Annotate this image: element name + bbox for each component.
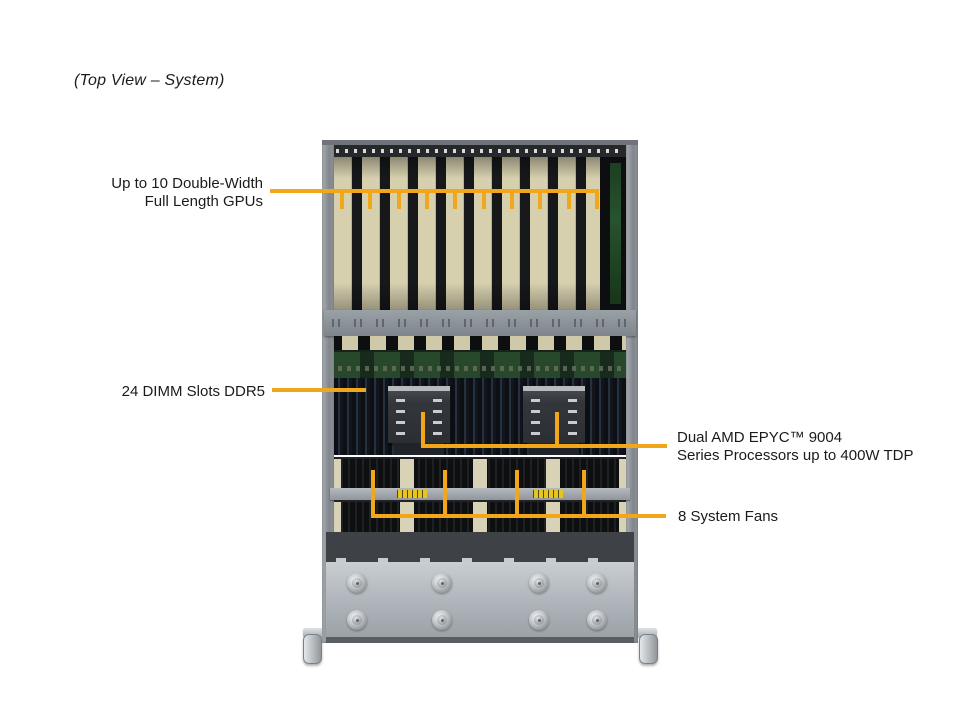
warning-label: [533, 490, 563, 498]
thumbscrew-dot: [596, 619, 599, 622]
fans-leader-tick: [371, 470, 375, 518]
thumbscrew: [432, 610, 452, 630]
crossbar-holes: [332, 319, 628, 327]
gpu-leader-tick: [397, 189, 401, 209]
thumbscrew: [347, 573, 367, 593]
figure-title: (Top View – System): [74, 72, 225, 89]
fan-row-1: [334, 457, 626, 490]
warning-label: [397, 490, 427, 498]
callout-dimms: 24 DIMM Slots DDR5: [58, 383, 265, 401]
thumbscrew-dot: [596, 582, 599, 585]
lower-bulkhead: [326, 532, 634, 562]
gpu-leader-line: [270, 189, 599, 193]
callout-gpus: Up to 10 Double-Width Full Length GPUs: [58, 175, 263, 211]
gpu-leader-tick: [340, 189, 344, 209]
callout-dimms-line1: 24 DIMM Slots DDR5: [121, 383, 265, 400]
heatsink-screws: [531, 399, 540, 437]
gpu-leader-tick: [510, 189, 514, 209]
gpu-leader-tick: [595, 189, 599, 209]
thumbscrew-dot: [356, 619, 359, 622]
cpu-leader-tick: [555, 412, 559, 448]
callout-gpus-line1: Up to 10 Double-Width: [111, 175, 263, 192]
component-strip: [334, 352, 626, 378]
gpu-leader-tick: [538, 189, 542, 209]
thumbscrew: [347, 610, 367, 630]
server-chassis: [322, 140, 638, 643]
thumbscrew-dot: [441, 619, 444, 622]
fan-rail: [330, 488, 630, 500]
gpu-slot-bay: [334, 157, 600, 310]
thumbscrew-dot: [538, 619, 541, 622]
thumbscrew: [587, 573, 607, 593]
top-screw-strip: [334, 145, 626, 158]
heatsink-screws: [568, 399, 577, 437]
riser-area: [600, 157, 626, 310]
fans-leader-tick: [443, 470, 447, 518]
gpu-bracket-row: [334, 336, 626, 350]
thumbscrew-dot: [441, 582, 444, 585]
gpu-leader-tick: [567, 189, 571, 209]
thumbscrew: [432, 573, 452, 593]
callout-gpus-line2: Full Length GPUs: [144, 193, 263, 210]
gpu-leader-tick: [482, 189, 486, 209]
fans-leader-tick: [515, 470, 519, 518]
cpu-heatsink-2: [523, 386, 585, 443]
heatsink-screws: [396, 399, 405, 437]
cpu-leader-line: [421, 444, 667, 448]
bulkhead-tabs: [336, 558, 624, 562]
dimm-leader-line: [272, 388, 366, 392]
cpu-heatsink-1: [388, 386, 450, 443]
cpu-leader-tick: [421, 412, 425, 448]
callout-fans: 8 System Fans: [678, 508, 878, 526]
foot-roller: [639, 634, 658, 664]
thumbscrew: [529, 573, 549, 593]
fans-leader-tick: [582, 470, 586, 518]
support-crossbar: [324, 310, 636, 336]
top-screw-dots: [336, 149, 624, 153]
chassis-top-edge: [322, 140, 638, 145]
front-cover-panel: [326, 562, 634, 639]
thumbscrew: [529, 610, 549, 630]
thumbscrew-dot: [538, 582, 541, 585]
callout-fans-line1: 8 System Fans: [678, 508, 779, 525]
riser-pcb: [610, 163, 621, 304]
heatsink-screws: [433, 399, 442, 437]
motherboard: [334, 350, 626, 455]
gpu-leader-tick: [453, 189, 457, 209]
thumbscrew-dot: [356, 582, 359, 585]
callout-cpus: Dual AMD EPYC™ 9004 Series Processors up…: [677, 429, 955, 465]
gpu-leader-tick: [425, 189, 429, 209]
chassis-bottom-edge: [326, 637, 634, 643]
connector-dashes: [338, 366, 622, 371]
thumbscrew: [587, 610, 607, 630]
foot-roller: [303, 634, 322, 664]
callout-cpus-line1: Dual AMD EPYC™ 9004: [677, 429, 843, 446]
callout-cpus-line2: Series Processors up to 400W TDP: [677, 447, 914, 464]
gpu-leader-tick: [368, 189, 372, 209]
